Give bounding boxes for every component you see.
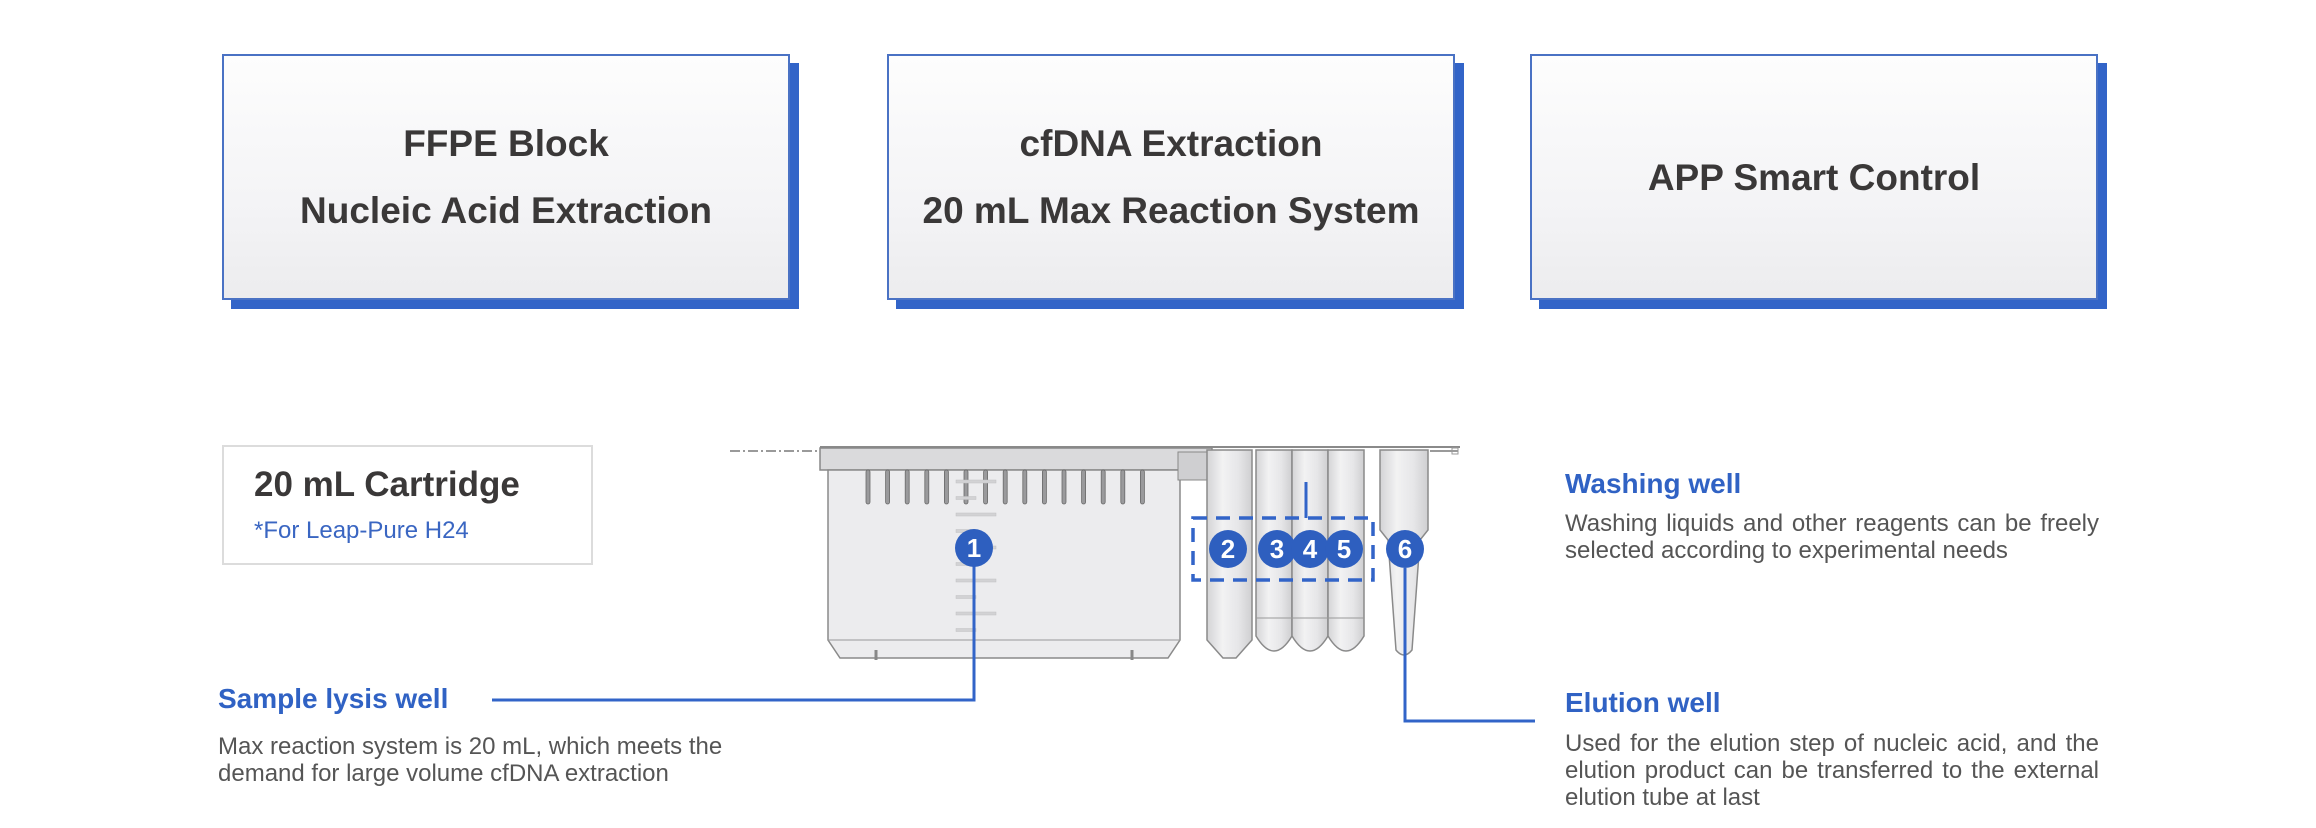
feature-card-line: 20 mL Max Reaction System xyxy=(922,190,1420,231)
lysis-well-tooth xyxy=(983,469,988,505)
svg-text:5: 5 xyxy=(1337,534,1351,564)
graduation-mark xyxy=(955,628,977,632)
lysis-well-teeth xyxy=(865,469,1145,505)
lysis-well-tooth xyxy=(1061,469,1067,505)
lysis-well-tooth xyxy=(1002,469,1008,505)
cartridge-label-box: 20 mL Cartridge *For Leap-Pure H24 xyxy=(222,445,593,565)
well-badge-4: 4 xyxy=(1291,530,1329,568)
svg-text:4: 4 xyxy=(1303,534,1318,564)
sample-lysis-well-description: Max reaction system is 20 mL, which meet… xyxy=(218,733,723,787)
lysis-well-tooth xyxy=(1022,469,1028,505)
lysis-well-tooth xyxy=(1120,469,1126,505)
elution-connector xyxy=(1403,568,1535,723)
sample-lysis-well-title: Sample lysis well xyxy=(218,683,449,714)
lysis-well-tooth xyxy=(963,469,969,505)
svg-text:1: 1 xyxy=(967,533,981,563)
cartridge-title: 20 mL Cartridge xyxy=(254,465,520,504)
cartridge-subtitle: *For Leap-Pure H24 xyxy=(254,517,469,544)
feature-card-cfdna: cfDNA Extraction 20 mL Max Reaction Syst… xyxy=(887,54,1455,300)
cartridge-flange xyxy=(730,446,1460,455)
well-badge-5: 5 xyxy=(1325,530,1363,568)
lysis-well-tooth xyxy=(1042,469,1047,505)
feature-card-line: FFPE Block xyxy=(403,123,609,164)
well-badge-1: 1 xyxy=(955,529,993,567)
lysis-well-tooth xyxy=(1140,469,1145,505)
lysis-well-tooth xyxy=(924,469,930,505)
svg-text:2: 2 xyxy=(1221,534,1235,564)
graduation-mark xyxy=(955,595,977,599)
lysis-well-tooth xyxy=(885,469,890,505)
feature-card-line: Nucleic Acid Extraction xyxy=(300,190,712,231)
washing-well-title: Washing well xyxy=(1565,468,1742,499)
lysis-well-tooth xyxy=(1081,469,1086,505)
feature-card-app-control: APP Smart Control xyxy=(1530,54,2098,300)
elution-well-title: Elution well xyxy=(1565,687,1721,718)
lysis-well-tooth xyxy=(904,469,910,505)
feature-card-line: cfDNA Extraction xyxy=(1019,123,1323,164)
well-badge-2: 2 xyxy=(1209,530,1247,568)
graduation-mark xyxy=(955,479,997,484)
feature-card-ffpe: FFPE Block Nucleic Acid Extraction xyxy=(222,54,790,300)
graduation-mark xyxy=(955,496,977,500)
lysis-well-tooth xyxy=(944,469,949,505)
well-badge-6: 6 xyxy=(1386,530,1424,568)
graduation-mark xyxy=(955,611,997,616)
svg-text:3: 3 xyxy=(1270,534,1284,564)
sample-lysis-well-shape xyxy=(819,447,1213,660)
svg-text:6: 6 xyxy=(1398,534,1412,564)
well-badge-3: 3 xyxy=(1258,530,1296,568)
lysis-well-tooth xyxy=(1100,469,1106,505)
elution-well-description: Used for the elution step of nucleic aci… xyxy=(1565,730,2099,811)
graduation-mark xyxy=(955,578,997,583)
graduation-mark xyxy=(955,512,997,517)
feature-card-line: APP Smart Control xyxy=(1647,156,1981,198)
lysis-well-tooth xyxy=(865,469,871,505)
washing-well-description: Washing liquids and other reagents can b… xyxy=(1565,510,2099,564)
lysis-connector xyxy=(492,566,976,702)
washing-group-box xyxy=(1191,516,1375,582)
